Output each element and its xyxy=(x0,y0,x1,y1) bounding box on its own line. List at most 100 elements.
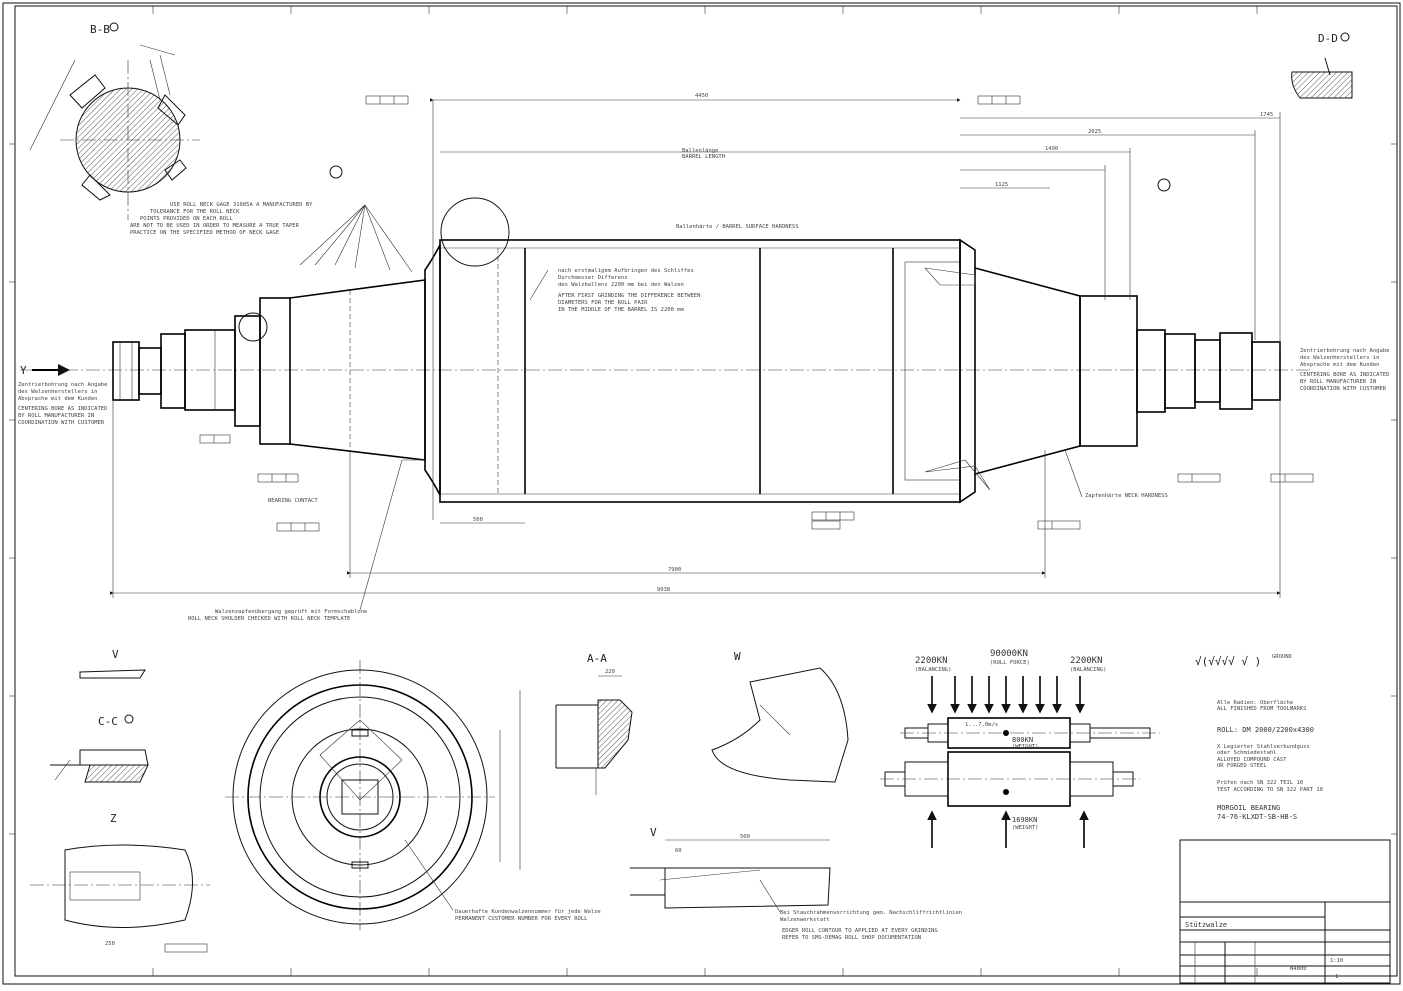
note-centering-de-2: des Walzenherstellers in xyxy=(18,389,97,395)
note-barrel-mid-6: IN THE MIDDLE OF THE BARREL IS 2200 mm xyxy=(558,307,685,313)
dim-right-1745: 1745 xyxy=(1260,112,1273,118)
note-roll-neck-5: PRACTICE ON THE SPECIFIED METHOD OF NECK… xyxy=(130,230,279,236)
spec-material-de-1: X Legierter Stahlverbundguss xyxy=(1217,744,1310,750)
dim-right-1490: 1490 xyxy=(1045,146,1058,152)
note-shoulder-de: Walzenzapfenübergang geprüft mit Formsch… xyxy=(215,609,367,615)
note-centering-en-3: COORDINATION WITH CUSTOMER xyxy=(18,420,105,426)
note-edger-en2: REFER TO SMS-DEMAG ROLL SHOP DOCUMENTATI… xyxy=(782,935,921,941)
detail-z: Z 250 xyxy=(30,812,210,953)
detail-v-bottom: V 500 60 Bei Stauchrahmenvorrichtung gem… xyxy=(630,826,962,941)
surface-symbols: √(√√√√ √ ) xyxy=(1195,655,1261,668)
dim-500-v: 500 xyxy=(740,834,750,840)
section-bb: B-B xyxy=(29,22,200,220)
force-left-sub: (BALANCING) xyxy=(915,667,951,673)
note-centering-en-2: BY ROLL MANUFACTURER IN xyxy=(18,413,94,419)
force-left-label: 2200KN xyxy=(915,656,948,666)
surface-ground: GROUND xyxy=(1272,654,1292,660)
note-edger-de2: Walzenwerkstatt xyxy=(780,917,830,923)
force-right-label: 2200KN xyxy=(1070,656,1103,666)
force-speed: 1...7,0m/s xyxy=(965,722,998,728)
note-centering-right-en-2: BY ROLL MANUFACTURER IN xyxy=(1300,379,1376,385)
note-roll-neck-3: POINTS PROVIDED ON EACH ROLL xyxy=(140,216,233,222)
note-barrel-mid-2: Durchmesser Differenz xyxy=(558,275,628,281)
weight-bottom-sub: (WEIGHT) xyxy=(1012,825,1039,831)
note-shoulder-en: ROLL NECK SHOLDER CHECKED WITH ROLL NECK… xyxy=(188,616,350,622)
dim-right-2025: 2025 xyxy=(1088,129,1101,135)
note-roll-neck-1: USE ROLL NECK GAGE 31085A A MANUFACTURED… xyxy=(170,202,313,208)
force-mid-label: 90000KN xyxy=(990,649,1028,659)
spec-material-en-1: ALLOYED COMPOUND CAST xyxy=(1217,757,1287,763)
spec-material-en-2: OR FORGED STEEL xyxy=(1217,763,1267,769)
section-bb-label: B-B xyxy=(90,23,110,36)
dim-barrel-length-en: BARREL LENGTH xyxy=(682,154,725,160)
weight-top: 800KN xyxy=(1012,736,1033,744)
detail-w-label: W xyxy=(734,650,741,663)
frame-ticks xyxy=(9,6,1397,976)
dim-60: 60 xyxy=(675,848,682,854)
detail-w: W xyxy=(711,650,849,783)
detail-v-bottom-label: V xyxy=(650,826,657,839)
note-roll-neck-4: ARE NOT TO BE USED IN ORDER TO MEASURE A… xyxy=(130,223,300,229)
note-barrel-mid-3: des Walzballens 2200 mm bei den Walzen xyxy=(558,282,684,288)
spec-unless-de: Alle Radien: Oberfläche xyxy=(1217,700,1293,706)
note-neck-hardness: Zapfenhärte NECK HARDNESS xyxy=(1085,493,1168,499)
dim-250: 250 xyxy=(105,941,115,947)
force-diagram: 2200KN (BALANCING) 90000KN (ROLL FORCE) … xyxy=(880,649,1160,848)
dimension-lines: 4450 Ballenlänge BARREL LENGTH 1745 2025… xyxy=(110,93,1281,598)
title-block-number: N4800 xyxy=(1290,966,1307,972)
detail-v-small-label: V xyxy=(112,648,119,661)
detail-z-label: Z xyxy=(110,812,117,825)
note-centering-de-3: Absprache mit dem Kunden xyxy=(18,396,97,402)
dim-barrel-length-de: Ballenlänge xyxy=(682,148,718,154)
title-block-scale: 1:10 xyxy=(1330,958,1343,964)
note-bearing-contact: BEARING CONTACT xyxy=(268,498,318,504)
force-arrows xyxy=(927,676,1089,848)
spec-roll-designation: ROLL: DM 2000/2200x4300 xyxy=(1217,726,1314,734)
spec-bearing-code: 74-76-KLXDT-SB-HB-S xyxy=(1217,813,1297,821)
section-dd: D-D xyxy=(1291,32,1353,99)
end-view: Dauerhafte Kundenwalzennummer für jede W… xyxy=(225,660,601,930)
spec-test-en: TEST ACCORDING TO SN 322 PART 10 xyxy=(1217,787,1323,793)
section-cc: C-C xyxy=(50,714,149,783)
dim-total-length: 9938 xyxy=(657,587,670,593)
title-block-sheet: 1 xyxy=(1335,974,1338,980)
dim-right-1125: 1125 xyxy=(995,182,1008,188)
section-dd-label: D-D xyxy=(1318,32,1338,45)
spec-unless-en: ALL FINISHED FROM TOOLMARKS xyxy=(1217,706,1306,712)
dim-220: 220 xyxy=(605,669,615,675)
spec-test-de: Prüfen nach SN 322 TEIL 10 xyxy=(1217,780,1303,786)
note-barrel-mid-5: DIAMETERS FOR THE ROLL PAIR xyxy=(558,300,648,306)
detail-v-small: V xyxy=(79,648,146,679)
title-block: Stützwalze N4800 1:10 1 xyxy=(1179,839,1391,984)
note-edger-en: EDGER ROLL CONTOUR TO APPLIED AT EVERY G… xyxy=(782,928,938,934)
force-right-sub: (BALANCING) xyxy=(1070,667,1106,673)
dim-neck-to-neck: 7900 xyxy=(668,567,681,573)
note-barrel-hardness: Ballenhärte / BARREL SURFACE HARDNESS xyxy=(676,224,799,230)
weight-bottom: 1698KN xyxy=(1012,816,1037,824)
note-centering-right-de-3: Absprache mit dem Kunden xyxy=(1300,362,1379,368)
note-barrel-mid-1: nach erstmaligem Aufbringen des Schliffe… xyxy=(558,268,694,274)
note-centering-right-en-1: CENTERING BORE AS INDICATED xyxy=(1300,372,1389,378)
title-block-name: Stützwalze xyxy=(1185,921,1227,929)
note-centering-de-1: Zentrierbohrung nach Angabe xyxy=(18,382,107,388)
weight-top-sub: (WEIGHT) xyxy=(1012,744,1039,750)
section-aa-label: A-A xyxy=(587,652,607,665)
roll-barrel xyxy=(439,239,961,503)
spec-bearing-label: MORGOIL BEARING xyxy=(1217,804,1280,812)
annotation-notes: USE ROLL NECK GAGE 31085A A MANUFACTURED… xyxy=(18,95,1389,622)
dim-barrel-outer: 4450 xyxy=(695,93,708,99)
spec-material-de-2: oder Schmiedestahl xyxy=(1217,750,1277,756)
main-roll-view: Y xyxy=(20,100,1310,520)
view-y-label: Y xyxy=(20,364,27,377)
note-roll-number-de: Dauerhafte Kundenwalzennummer für jede W… xyxy=(455,909,601,915)
section-aa: A-A 220 xyxy=(555,652,633,795)
note-edger-de: Bei Stauchrahmenvorrichtung gem. Nachsch… xyxy=(780,910,962,916)
note-centering-right-de-1: Zentrierbohrung nach Angabe xyxy=(1300,348,1389,354)
note-barrel-mid-4: AFTER FIRST GRINDING THE DIFFERENCE BETW… xyxy=(558,293,700,299)
note-centering-en-1: CENTERING BORE AS INDICATED xyxy=(18,406,107,412)
force-mid-sub: (ROLL FORCE) xyxy=(990,660,1030,666)
note-roll-number-en: PERMANENT CUSTOMER NUMBER FOR EVERY ROLL xyxy=(455,916,588,922)
